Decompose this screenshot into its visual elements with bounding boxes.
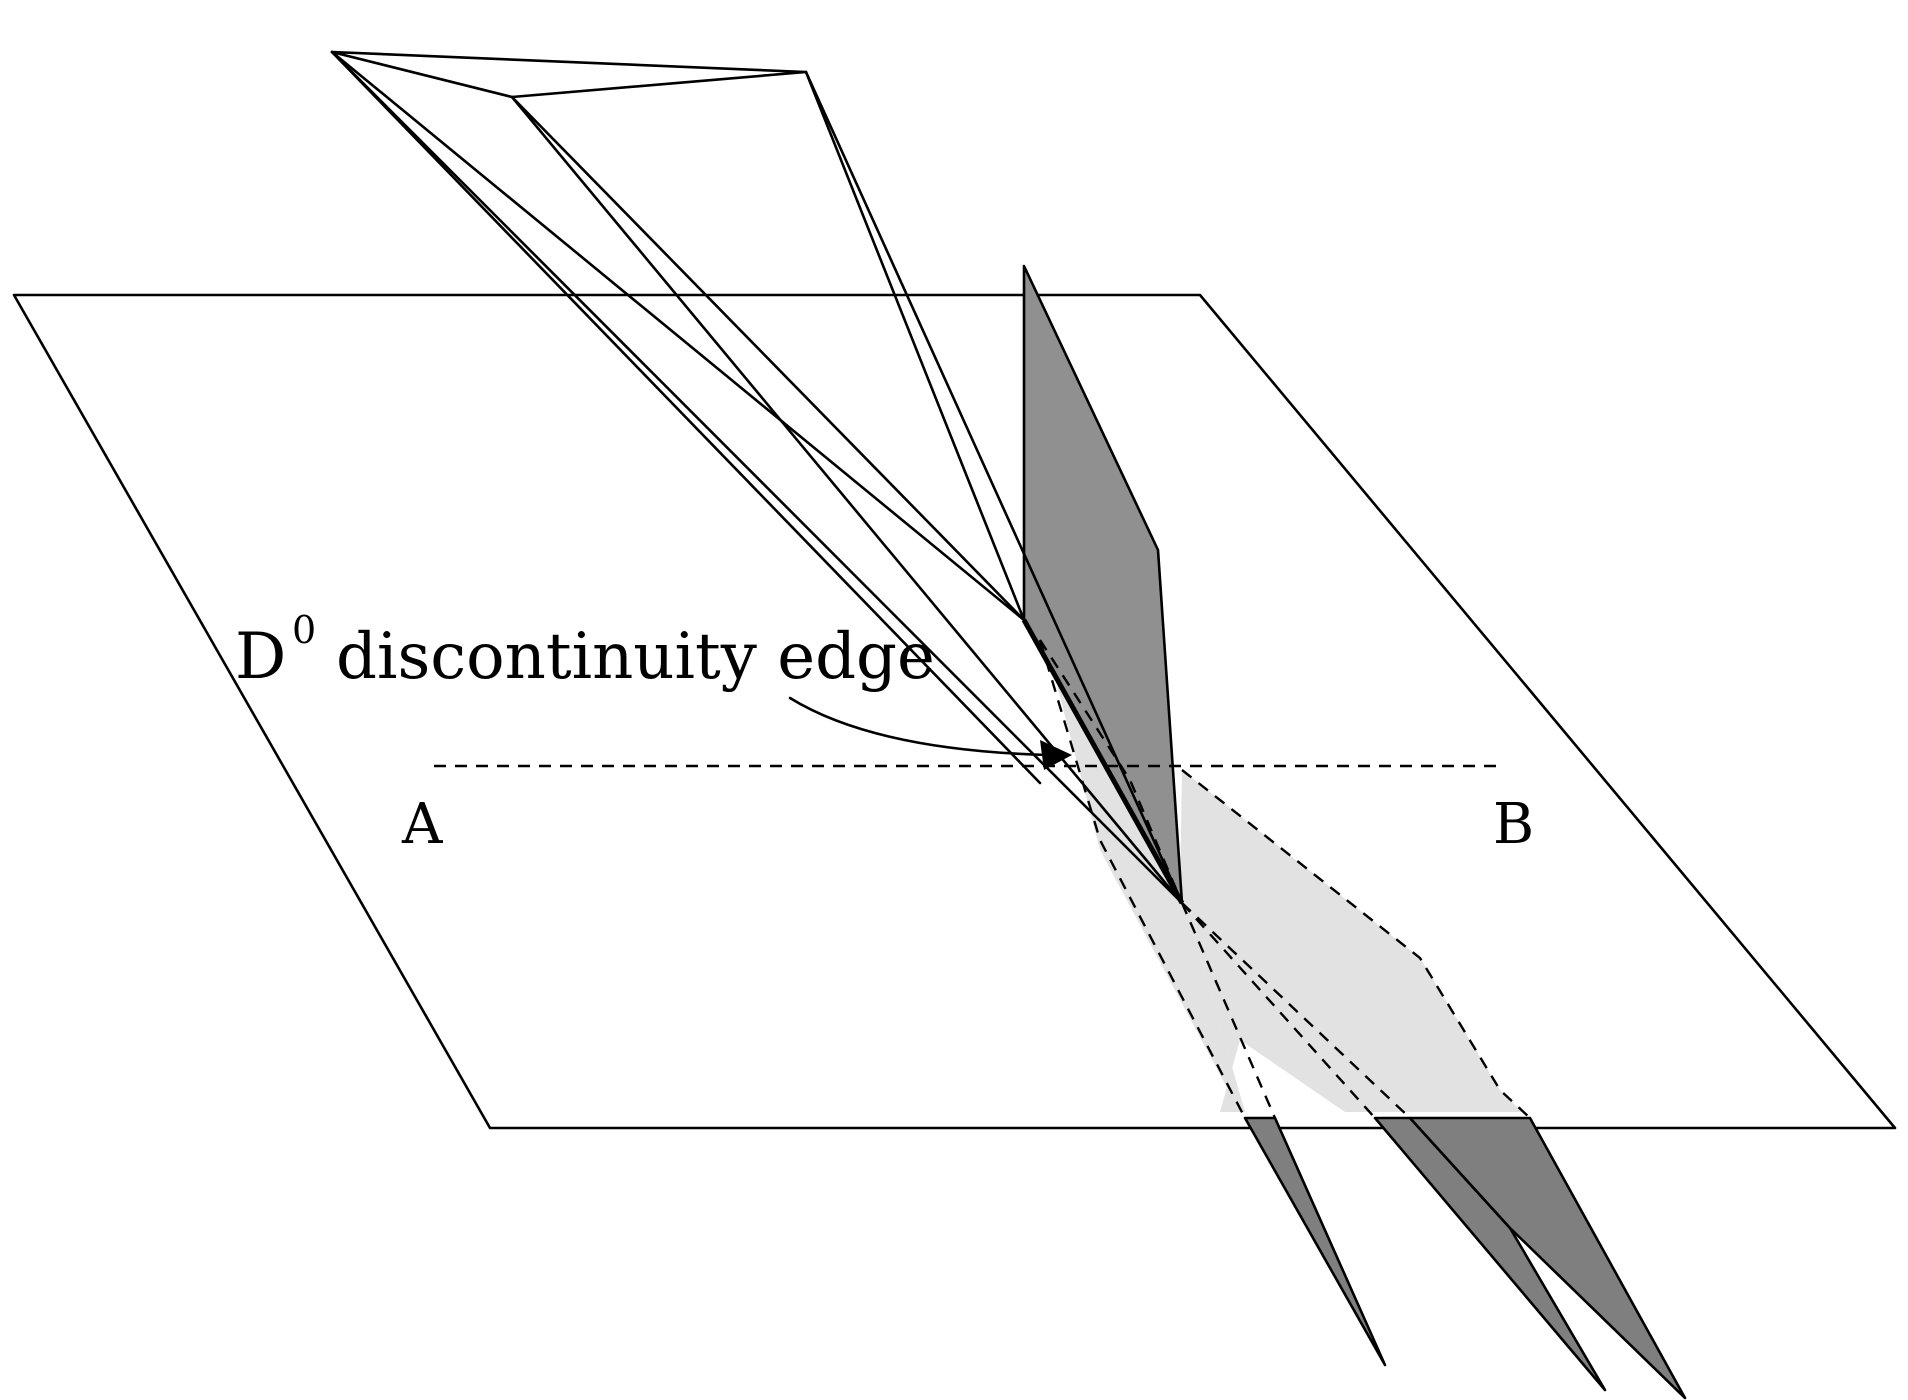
ray-6 xyxy=(804,70,1026,622)
arrow-head xyxy=(1040,740,1072,770)
caption-letter: D xyxy=(235,620,286,694)
shadow-region xyxy=(1180,770,1522,1112)
ray-4 xyxy=(510,95,1026,622)
receiver-plane xyxy=(12,293,1897,1130)
ray-3 xyxy=(330,50,1184,905)
light-source xyxy=(330,50,808,99)
shadow-dash-3 xyxy=(1180,902,1277,1119)
ray-2 xyxy=(330,50,1042,785)
shadow-dash-5 xyxy=(1181,902,1411,1119)
ray-1 xyxy=(330,50,1026,622)
shadow-dash-1 xyxy=(1038,639,1247,1119)
caption-superscript: 0 xyxy=(292,608,316,652)
caption-text: discontinuity edge xyxy=(336,620,935,694)
shadow-wedge-1 xyxy=(1243,1116,1387,1367)
ray-5 xyxy=(510,95,1184,905)
shadow-dash-6 xyxy=(1181,769,1531,1119)
point-a-label: A xyxy=(401,792,443,857)
shadow-dash-4 xyxy=(1181,902,1376,1119)
shadow-wedge-3 xyxy=(1408,1116,1687,1400)
shadow-dash-2 xyxy=(1038,639,1184,904)
pointer-arrow xyxy=(788,696,1050,757)
discontinuity-edge-line xyxy=(1021,618,1185,905)
point-b-label: B xyxy=(1493,792,1534,857)
